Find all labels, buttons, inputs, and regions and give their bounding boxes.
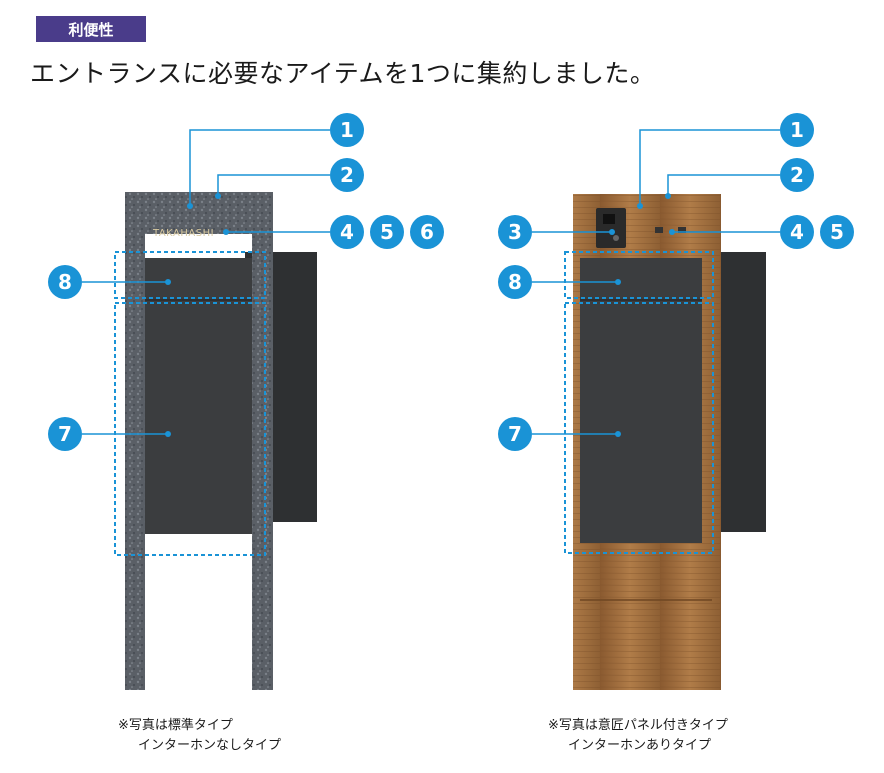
convenience-tag: 利便性 bbox=[36, 16, 146, 42]
right-badge-7: 7 bbox=[498, 417, 532, 451]
right-badge-4: 4 bbox=[780, 215, 814, 249]
right-unit: 1 2 3 4 5 8 7 bbox=[498, 113, 854, 690]
left-badge-6: 6 bbox=[410, 215, 444, 249]
svg-text:2: 2 bbox=[790, 163, 804, 187]
right-front-panel bbox=[580, 258, 702, 543]
svg-text:7: 7 bbox=[508, 422, 522, 446]
svg-text:2: 2 bbox=[340, 163, 354, 187]
left-badge-8: 8 bbox=[48, 265, 82, 299]
left-unit: TAKAHASHI 1 2 4 5 bbox=[48, 113, 444, 690]
left-stone-header bbox=[125, 192, 273, 234]
svg-text:7: 7 bbox=[58, 422, 72, 446]
svg-text:6: 6 bbox=[420, 220, 434, 244]
svg-text:1: 1 bbox=[340, 118, 354, 142]
svg-text:5: 5 bbox=[830, 220, 844, 244]
left-badge-2: 2 bbox=[330, 158, 364, 192]
svg-text:8: 8 bbox=[508, 270, 522, 294]
svg-text:5: 5 bbox=[380, 220, 394, 244]
right-badge-2: 2 bbox=[780, 158, 814, 192]
svg-text:1: 1 bbox=[790, 118, 804, 142]
right-badge-8: 8 bbox=[498, 265, 532, 299]
right-badge-5: 5 bbox=[820, 215, 854, 249]
left-caption-line2: インターホンなしタイプ bbox=[138, 738, 282, 753]
left-stone-post-left bbox=[125, 192, 145, 690]
nameplate-text: TAKAHASHI bbox=[152, 228, 214, 239]
svg-text:4: 4 bbox=[340, 220, 354, 244]
left-badge-4: 4 bbox=[330, 215, 364, 249]
right-badge-1: 1 bbox=[780, 113, 814, 147]
left-caption: ※写真は標準タイプ インターホンなしタイプ bbox=[118, 716, 281, 756]
left-caption-line1: ※写真は標準タイプ bbox=[118, 718, 233, 733]
left-badge-5: 5 bbox=[370, 215, 404, 249]
svg-text:4: 4 bbox=[790, 220, 804, 244]
left-stone-post-right bbox=[252, 192, 273, 690]
svg-text:8: 8 bbox=[58, 270, 72, 294]
left-badge-7: 7 bbox=[48, 417, 82, 451]
right-caption-line1: ※写真は意匠パネル付きタイプ bbox=[548, 718, 728, 733]
svg-text:3: 3 bbox=[508, 220, 522, 244]
right-caption: ※写真は意匠パネル付きタイプ インターホンありタイプ bbox=[548, 716, 728, 756]
headline: エントランスに必要なアイテムを1つに集約しました。 bbox=[30, 59, 656, 88]
right-badge-3: 3 bbox=[498, 215, 532, 249]
left-badge-1: 1 bbox=[330, 113, 364, 147]
right-caption-line2: インターホンありタイプ bbox=[568, 738, 712, 753]
